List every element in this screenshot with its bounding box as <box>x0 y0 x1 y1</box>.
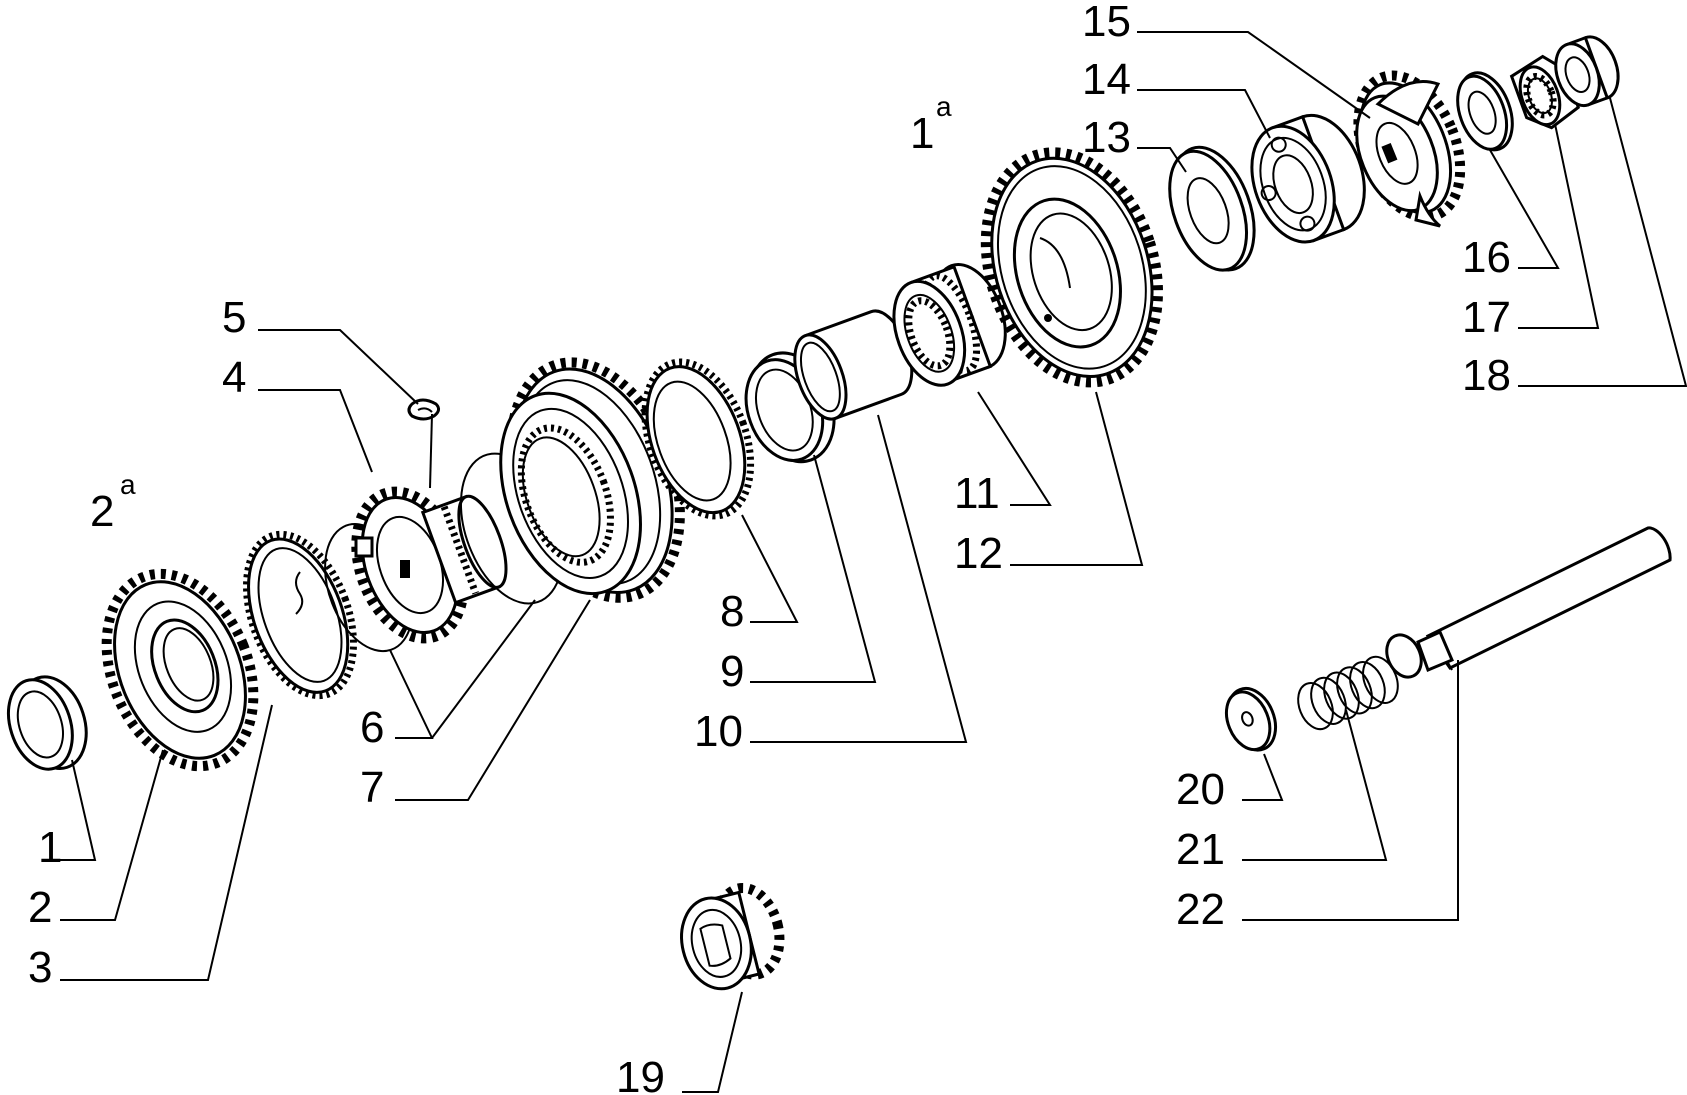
callout-7: 7 <box>360 763 384 812</box>
callout-11: 11 <box>954 469 1000 518</box>
gear-label-first-sup: a <box>936 91 952 122</box>
callout-14: 14 <box>1082 55 1131 104</box>
callout-1: 1 <box>38 823 62 872</box>
callout-17: 17 <box>1462 293 1511 342</box>
part-14-ball-bearing <box>1250 113 1366 244</box>
part-21-spring <box>1297 655 1399 731</box>
part-3-synchro-ring <box>243 530 357 700</box>
gear-label-first: 1 a <box>910 91 952 158</box>
part-11-needle-bearing <box>892 262 1007 387</box>
part-8-synchro-ring <box>641 358 755 520</box>
part-12-first-gear <box>980 147 1163 388</box>
callout-16: 16 <box>1462 233 1511 282</box>
gear-label-second-sup: a <box>120 469 136 500</box>
callout-18: 18 <box>1462 351 1511 400</box>
callout-2: 2 <box>28 883 52 932</box>
callout-8: 8 <box>720 587 744 636</box>
part-22-shaft <box>1385 526 1672 679</box>
callout-22: 22 <box>1176 885 1225 934</box>
part-1-bushing <box>7 675 88 771</box>
callout-10: 10 <box>694 707 743 756</box>
callout-5: 5 <box>222 293 246 342</box>
part-19-small-gear <box>680 882 785 991</box>
part-5-key <box>407 398 441 489</box>
callout-15: 15 <box>1082 0 1131 46</box>
callout-6: 6 <box>360 703 384 752</box>
part-16-washer <box>1456 71 1514 152</box>
callout-numbers: 1 2 3 4 5 6 7 8 9 10 11 12 13 14 15 16 1… <box>28 0 1511 1095</box>
leader-lines <box>60 31 1687 1093</box>
callout-19: 19 <box>616 1053 665 1095</box>
part-2-second-gear <box>101 568 259 772</box>
gear-label-second: 2 a <box>90 469 136 536</box>
part-7-sliding-sleeve <box>499 357 685 603</box>
part-18-cap-ring <box>1554 35 1620 108</box>
part-15-helical-gear <box>1353 70 1466 228</box>
part-4-synchro-hub <box>351 486 508 644</box>
callout-13: 13 <box>1082 113 1131 162</box>
callout-9: 9 <box>720 647 744 696</box>
gear-label-first-number: 1 <box>910 109 934 158</box>
gear-label-second-number: 2 <box>90 487 114 536</box>
part-10-sleeve <box>793 309 914 421</box>
callout-20: 20 <box>1176 765 1225 814</box>
part-20-washer <box>1224 686 1278 752</box>
part-13-thrust-washer <box>1168 145 1256 272</box>
callout-21: 21 <box>1176 825 1225 874</box>
callout-12: 12 <box>954 529 1003 578</box>
callout-3: 3 <box>28 943 52 992</box>
callout-4: 4 <box>222 353 246 402</box>
